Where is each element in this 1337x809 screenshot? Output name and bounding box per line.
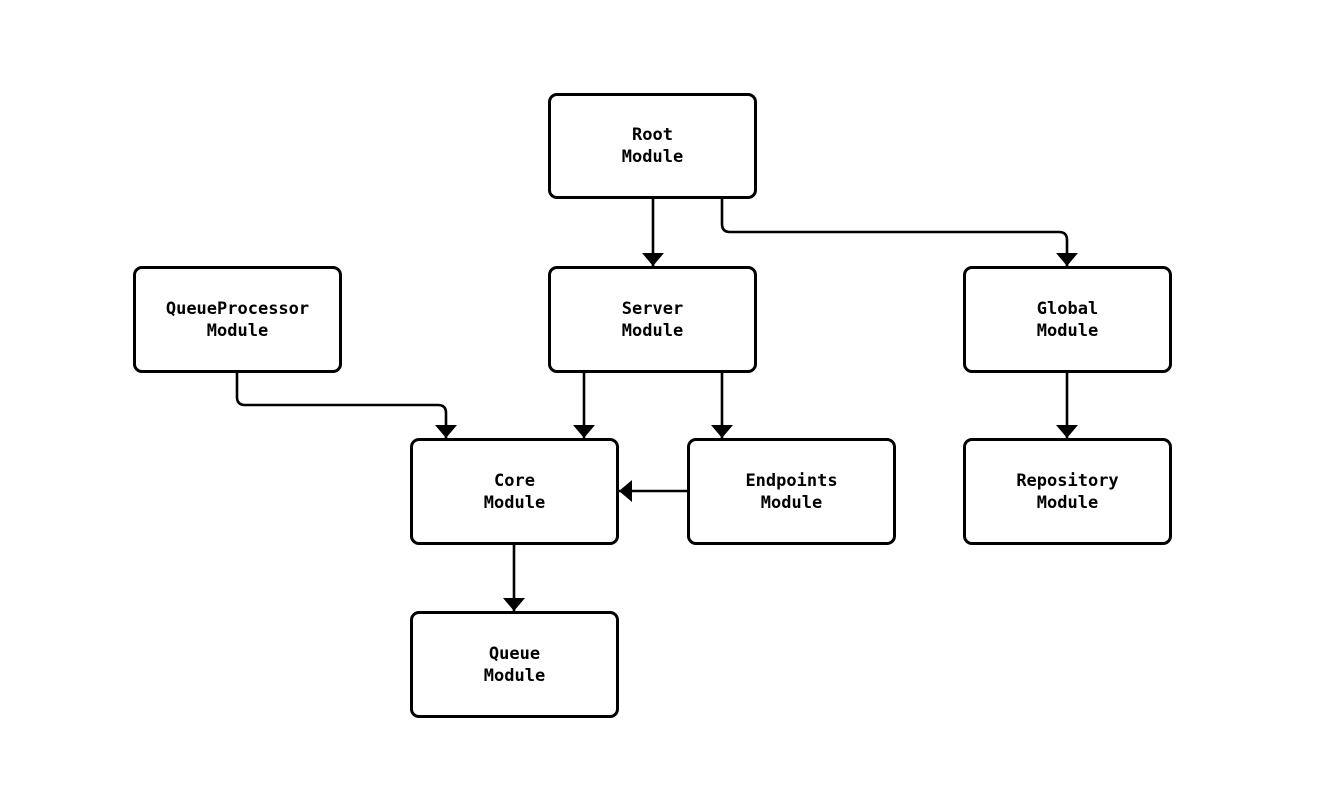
node-repository-module: Repository Module [963,438,1172,545]
edge-queueprocessor-to-core [235,373,457,438]
node-global-module: Global Module [963,266,1172,373]
node-label: Repository Module [1016,470,1119,513]
node-label: Endpoints Module [745,470,838,513]
node-endpoints-module: Endpoints Module [687,438,896,545]
node-label: Global Module [1036,298,1099,341]
node-server-module: Server Module [548,266,757,373]
node-label: Core Module [483,470,546,513]
node-queueprocessor-module: QueueProcessor Module [133,266,342,373]
node-label: QueueProcessor Module [165,298,310,341]
edge-root-to-global [720,199,1078,266]
node-label: Queue Module [483,643,546,686]
node-core-module: Core Module [410,438,619,545]
node-label: Root Module [621,125,684,167]
node-label: Server Module [621,298,684,341]
node-queue-module: Queue Module [410,611,619,718]
node-root-module: Root Module [548,93,757,199]
